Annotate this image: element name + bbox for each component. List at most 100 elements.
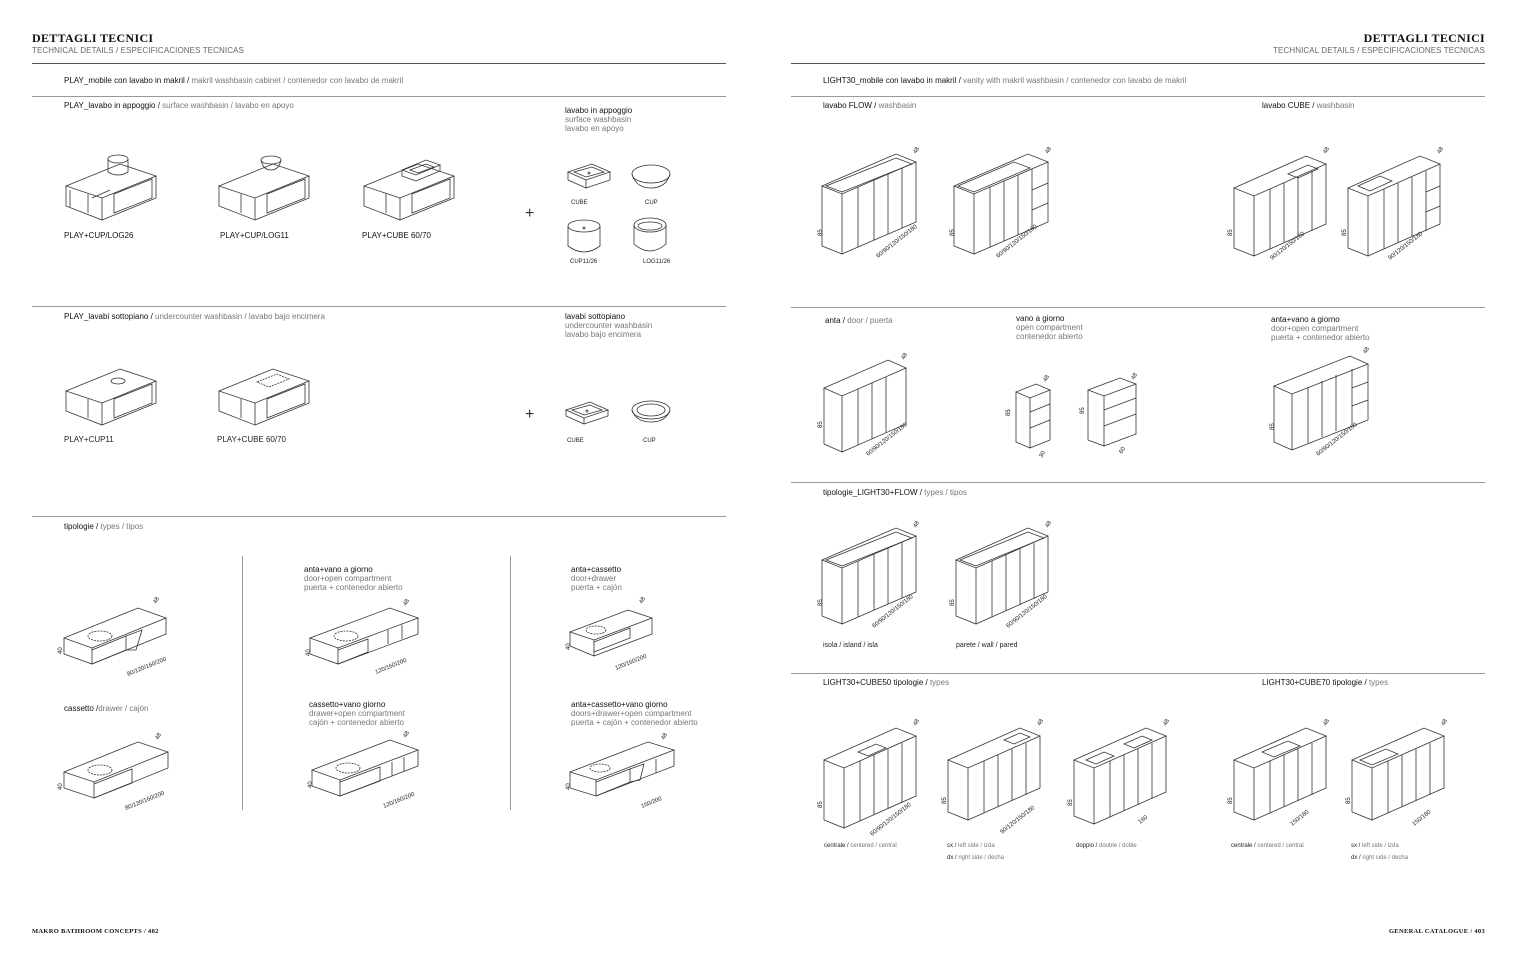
cabinet-drawing: 85 48 90/120/150/180 — [1228, 146, 1332, 262]
dim-width: 120/160/200 — [383, 792, 417, 810]
dim-depth: 48 — [403, 598, 412, 607]
cabinet-drawing: 85 48 60/90/120/150/180 — [818, 352, 909, 458]
product-drawing — [62, 150, 158, 225]
type-caption: dx / right side / decha — [1351, 855, 1408, 861]
dim-height: 85 — [950, 599, 956, 606]
caption-main: sx / — [1351, 843, 1361, 849]
dim-height: 85 — [1342, 229, 1348, 236]
type-note: anta+cassetto+vano giorno doors+drawer+o… — [571, 700, 698, 727]
dim-width: 120/160/200 — [615, 654, 649, 672]
cabinet-drawing: 85 48 60/90/120/150/180 — [818, 718, 922, 838]
page-title: DETTAGLI TECNICI — [32, 31, 154, 45]
dim-depth: 48 — [403, 730, 412, 739]
cabinet-drawing: 85 48 60/90/120/150/180 — [950, 520, 1054, 630]
divider — [32, 96, 726, 97]
section-title-main: anta / — [825, 316, 846, 325]
dim-height: 85 — [950, 229, 956, 236]
header-right: DETTAGLI TECNICI TECHNICAL DETAILS / ESP… — [1273, 31, 1485, 55]
note-sub: doors+drawer+open compartment — [571, 709, 692, 718]
dim-depth: 48 — [913, 146, 922, 155]
cabinet-drawing: 85 48 60/90/120/150/180 — [818, 146, 922, 260]
basin-cube-drawing — [564, 398, 610, 430]
dim-height: 40 — [566, 783, 572, 790]
section-title-main: PLAY_lavabo in appoggio / — [64, 101, 160, 110]
page-subtitle: TECHNICAL DETAILS / ESPECIFICACIONES TEC… — [1273, 46, 1485, 55]
dim-height: 40 — [566, 643, 572, 650]
note-sub: door+open compartment — [1271, 324, 1359, 333]
dim-depth: 48 — [1323, 718, 1332, 727]
plus-sign: + — [525, 406, 535, 423]
note-main: cassetto / — [64, 704, 99, 713]
note-main: vano a giorno — [1016, 314, 1065, 323]
dim-depth: 48 — [1323, 146, 1332, 155]
section-title-main: lavabo FLOW / — [823, 101, 877, 110]
type-note: cassetto /drawer / cajón — [64, 704, 149, 713]
caption-main: sx / — [947, 843, 957, 849]
dim-height: 85 — [818, 229, 824, 236]
dim-depth: 48 — [639, 596, 648, 605]
section-title-sub: undercounter washbasin / lavabo bajo enc… — [152, 312, 325, 321]
dim-width: 90/120/150/180 — [1000, 805, 1037, 836]
type-caption: isola / island / isla — [823, 642, 878, 649]
basin-cup-drawing — [630, 398, 672, 428]
dim-depth: 48 — [913, 718, 922, 727]
dim-depth: 48 — [913, 520, 922, 529]
dim-height: 85 — [1270, 423, 1276, 430]
note-sub: puerta + cajón + contenedor abierto — [571, 718, 698, 727]
note-main: anta+cassetto+vano giorno — [571, 700, 668, 709]
dim-height: 85 — [1346, 797, 1352, 804]
dim-height: 85 — [942, 797, 948, 804]
dim-height: 85 — [818, 599, 824, 606]
dim-depth: 48 — [1441, 718, 1450, 727]
dim-depth: 48 — [1037, 718, 1046, 727]
basin-cup-tall-drawing — [566, 218, 602, 258]
dim-depth: 48 — [153, 596, 162, 605]
dim-depth: 48 — [1045, 520, 1054, 529]
dim-height: 40 — [58, 783, 64, 790]
divider — [32, 63, 726, 64]
note-sub: drawer+open compartment — [309, 709, 405, 718]
dim-width: 120/160/200 — [375, 658, 409, 676]
caption-main: centrale / — [1231, 843, 1256, 849]
caption-sub: left side / izda — [956, 843, 995, 849]
note-sub: puerta + contenedor abierto — [1271, 333, 1370, 342]
type-drawing: 40 48 80/120/160/200 — [58, 732, 176, 812]
column-divider — [242, 556, 243, 810]
dim-height: 85 — [1068, 799, 1074, 806]
type-caption: centrale / centered / central — [824, 843, 897, 849]
section-title-sub: types / tipos — [98, 522, 144, 531]
dim-depth: 48 — [1131, 372, 1140, 381]
type-note: anta+cassetto door+drawer puerta + cajón — [571, 565, 622, 592]
dim-width: 60/90/120/150/180 — [872, 594, 916, 630]
dim-width: 90/120/150/180 — [1388, 231, 1425, 262]
section-title-main: tipologie / — [64, 522, 99, 531]
note-sub: puerta + cajón — [571, 583, 622, 592]
divider — [791, 482, 1485, 483]
section-title-sub: types — [927, 678, 950, 687]
section-title-main: PLAY_lavabi sottopiano / — [64, 312, 153, 321]
page-title: DETTAGLI TECNICI — [1363, 31, 1485, 45]
cabinet-drawing: 85 48 60/90/120/150/180 — [818, 520, 922, 630]
divider — [791, 96, 1485, 97]
basin-label: CUBE — [571, 200, 588, 206]
cabinet-drawing: 85 48 150/180 — [1346, 718, 1450, 828]
section-title-sub: door / puerta — [845, 316, 893, 325]
section-title-main: tipologie_LIGHT30+FLOW / — [823, 488, 922, 497]
dim-height: 85 — [818, 421, 824, 428]
cabinet-drawing: 85 48 60/90/120/150/180 — [950, 146, 1053, 260]
section-title-main: PLAY_mobile con lavabo in makril / — [64, 76, 190, 85]
dim-height: 40 — [306, 649, 312, 656]
dim-depth: 48 — [1437, 146, 1446, 155]
type-caption: doppio / double / doble — [1076, 843, 1137, 849]
note-sub: lavabo en apoyo — [565, 124, 624, 133]
dim-height: 85 — [1080, 407, 1086, 414]
note-sub: surface washbasin — [565, 115, 632, 124]
section-title-sub: surface washbasin / lavabo en apoyo — [159, 101, 294, 110]
note-sub: door+drawer — [571, 574, 617, 583]
type-caption: sx / left side / izda — [947, 843, 995, 849]
note-sub: cajón + contenedor abierto — [309, 718, 404, 727]
note-sub: contenedor abierto — [1016, 332, 1083, 341]
basin-cube-drawing — [566, 160, 612, 192]
dim-height: 40 — [308, 781, 314, 788]
caption-sub: centered / central — [848, 843, 897, 849]
